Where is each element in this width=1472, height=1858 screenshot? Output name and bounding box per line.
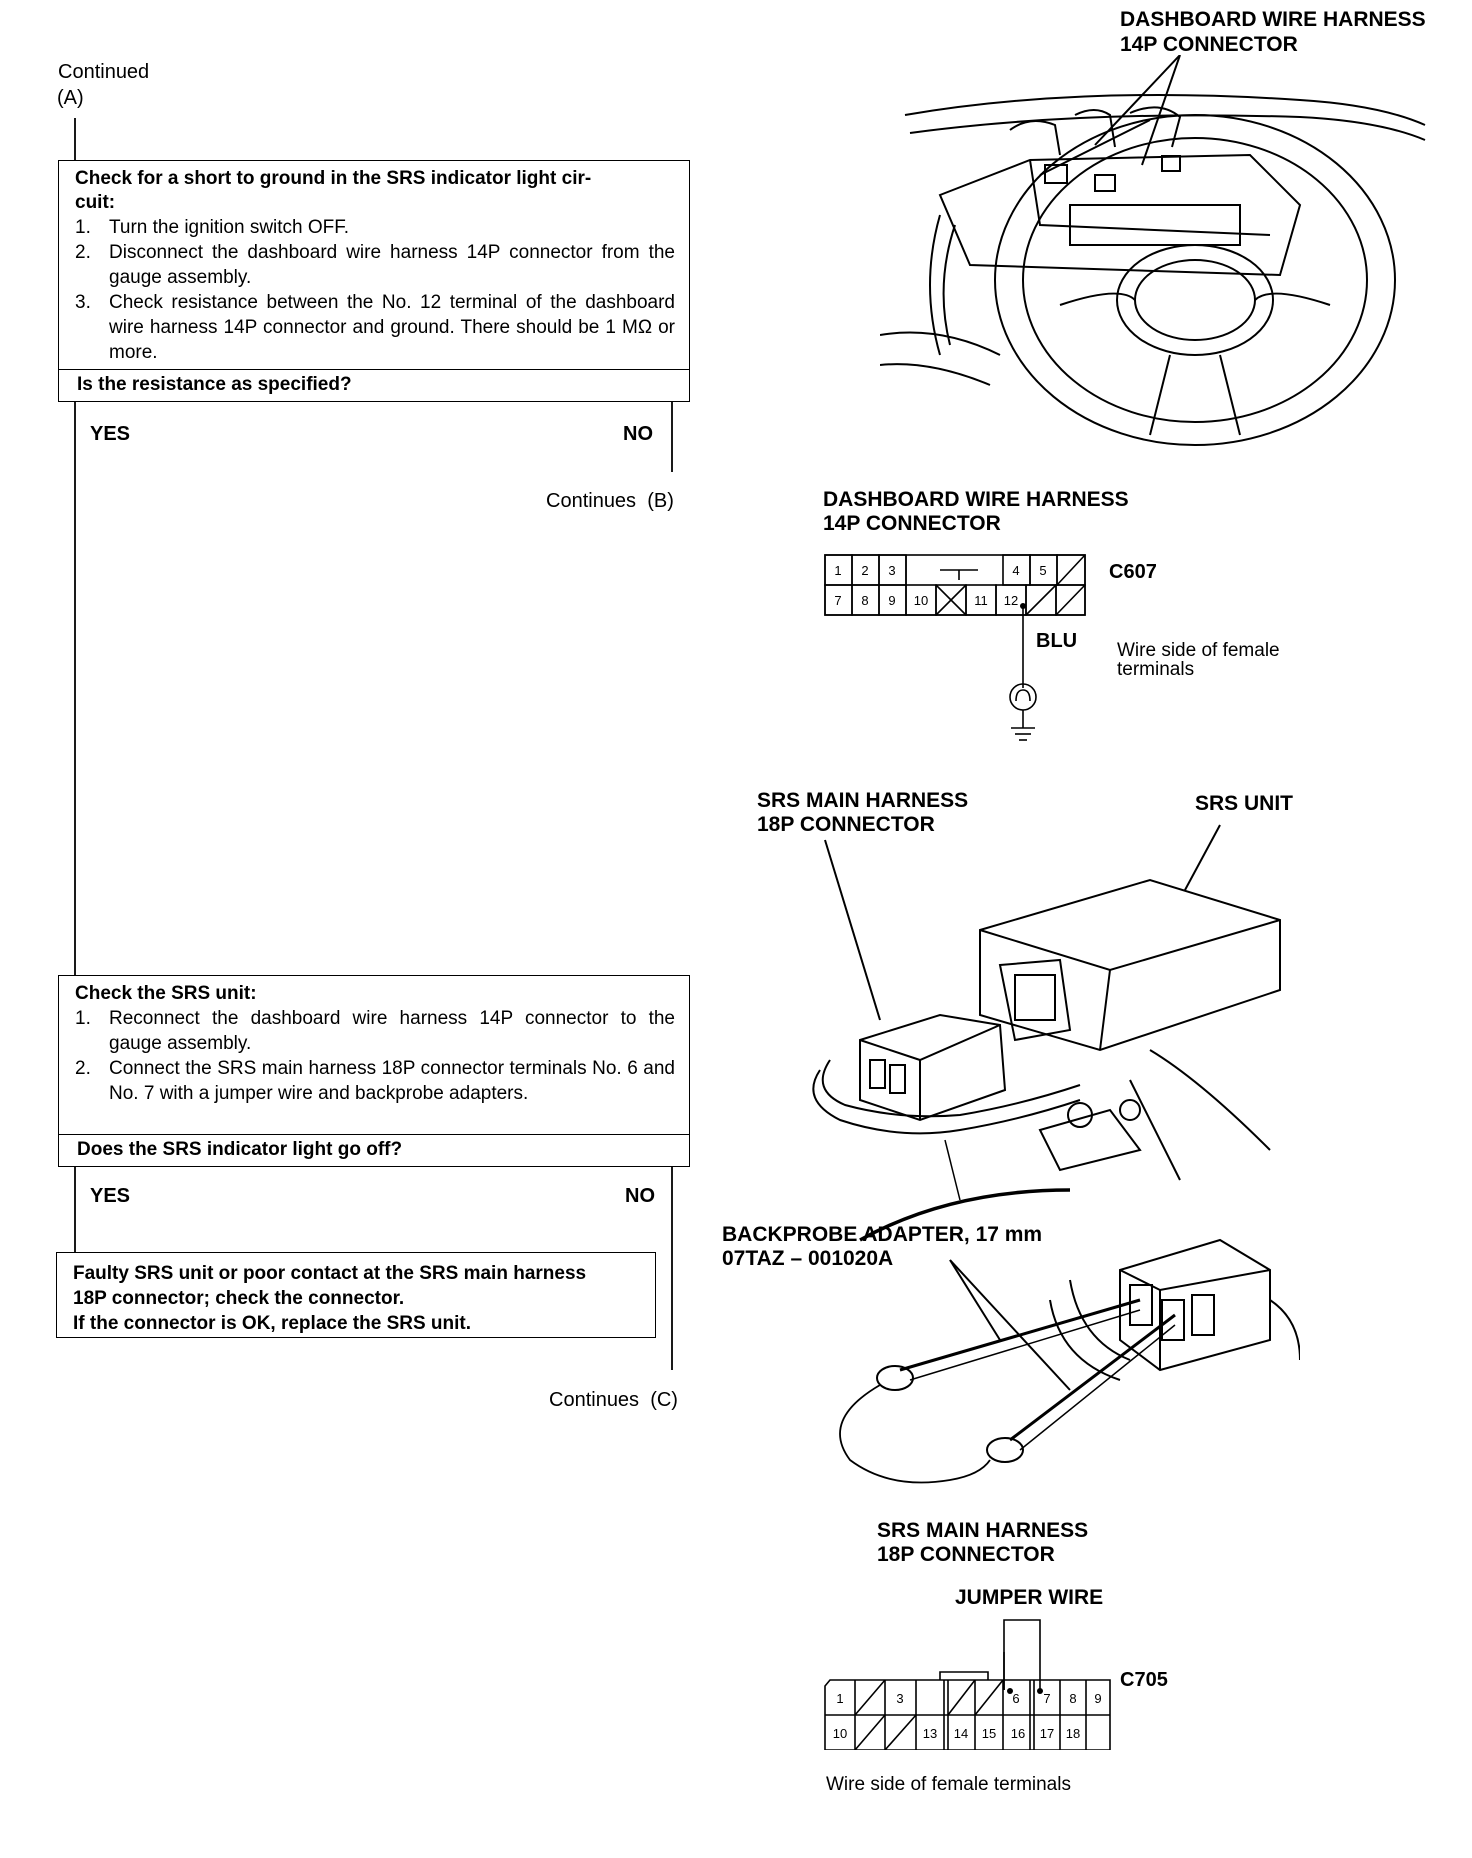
terminal-label: 6	[1012, 1691, 1019, 1706]
flowchart-lines	[74, 118, 673, 1370]
terminal-label: 9	[1094, 1691, 1101, 1706]
yes-label-1: YES	[90, 423, 131, 445]
blu-wire-label: BLU	[1036, 630, 1078, 652]
terminal-label: 8	[1069, 1691, 1076, 1706]
terminal-label: 17	[1040, 1726, 1054, 1741]
terminal-label: 12	[1004, 593, 1018, 608]
terminal-label: 9	[888, 593, 895, 608]
faulty-srs-result-box: Faulty SRS unit or poor contact at the S…	[56, 1252, 656, 1338]
terminal-label: 1	[836, 1691, 843, 1706]
terminal-label: 11	[974, 593, 988, 608]
terminal-label: 7	[834, 593, 841, 608]
srs-main-harness-label: SRS MAIN HARNESS	[757, 789, 969, 812]
continues-c: Continues (C)	[549, 1389, 678, 1411]
result-line: If the connector is OK, replace the SRS …	[73, 1313, 472, 1334]
result-line: Faulty SRS unit or poor contact at the S…	[73, 1263, 587, 1284]
srs-unit-check-title: Check the SRS unit:	[75, 983, 257, 1004]
connector-14p-diagram: 1 2 3 4 5 7 8 9 10 11 12	[824, 554, 1086, 741]
fig2-note: Wire side of female	[1117, 640, 1280, 661]
terminal-label: 10	[833, 1726, 847, 1741]
terminal-label: 3	[888, 563, 895, 578]
terminal-label: 10	[914, 593, 928, 608]
fig1-label: DASHBOARD WIRE HARNESS	[1120, 8, 1426, 31]
terminal-label: 18	[1066, 1726, 1080, 1741]
c705-code: C705	[1120, 1669, 1168, 1691]
step2-item: 1.Reconnect the dashboard wire harness 1…	[75, 1008, 675, 1054]
fig2-label: DASHBOARD WIRE HARNESS	[823, 488, 1129, 511]
srs-main-harness-label-bottom: SRS MAIN HARNESS	[877, 1519, 1089, 1542]
fig2-note: terminals	[1117, 659, 1195, 680]
srs-main-harness-label-bottom: 18P CONNECTOR	[877, 1543, 1055, 1566]
step2-item: 2.Connect the SRS main harness 18P conne…	[75, 1058, 675, 1104]
srs-main-harness-label: 18P CONNECTOR	[757, 813, 935, 836]
terminal-label: 2	[861, 563, 868, 578]
continues-b: Continues (B)	[546, 490, 674, 512]
terminal-label: 14	[954, 1726, 968, 1741]
no-label-2: NO	[625, 1185, 655, 1207]
step1-item: 1.Turn the ignition switch OFF.	[75, 217, 350, 238]
short-check-box: Check for a short to ground in the SRS i…	[58, 160, 690, 370]
terminal-label: 8	[861, 593, 868, 608]
continued-label: Continued	[58, 61, 150, 83]
step1-item: 3.Check resistance between the No. 12 te…	[75, 292, 675, 363]
terminal-label: 3	[896, 1691, 903, 1706]
fig1-label: 14P CONNECTOR	[1120, 33, 1298, 56]
terminal-label: 5	[1039, 563, 1046, 578]
terminal-label: 16	[1011, 1726, 1025, 1741]
srs-unit-illustration	[812, 824, 1300, 1484]
light-off-question: Does the SRS indicator light go off?	[58, 1135, 690, 1167]
backprobe-part-number: 07TAZ – 001020A	[722, 1247, 894, 1270]
dashboard-illustration	[880, 55, 1426, 446]
terminal-label: 4	[1012, 563, 1019, 578]
resistance-question: Is the resistance as specified?	[58, 370, 690, 402]
backprobe-label: BACKPROBE ADAPTER, 17 mm	[722, 1223, 1043, 1246]
short-check-title-cont: cuit:	[75, 192, 116, 213]
fig2-label: 14P CONNECTOR	[823, 512, 1001, 535]
result-line: 18P connector; check the connector.	[73, 1288, 405, 1309]
terminal-label: 1	[834, 563, 841, 578]
terminal-label: 7	[1043, 1691, 1050, 1706]
no-label-1: NO	[623, 423, 653, 445]
yes-label-2: YES	[90, 1185, 131, 1207]
jumper-wire-label: JUMPER WIRE	[955, 1586, 1104, 1609]
srs-unit-check-box: Check the SRS unit: 1.Reconnect the dash…	[58, 975, 690, 1135]
entry-ref: (A)	[57, 87, 84, 109]
terminal-label: 13	[923, 1726, 937, 1741]
connector-18p-diagram: 1 3 6 7 8 9 10 13 14 15 16 17 18	[824, 1619, 1111, 1750]
srs-unit-label: SRS UNIT	[1195, 792, 1294, 815]
fig4-note: Wire side of female terminals	[826, 1774, 1071, 1795]
c607-code: C607	[1109, 561, 1157, 583]
short-check-title: Check for a short to ground in the SRS i…	[75, 168, 592, 189]
terminal-label: 15	[982, 1726, 996, 1741]
step1-item: 2.Disconnect the dashboard wire harness …	[75, 242, 675, 288]
